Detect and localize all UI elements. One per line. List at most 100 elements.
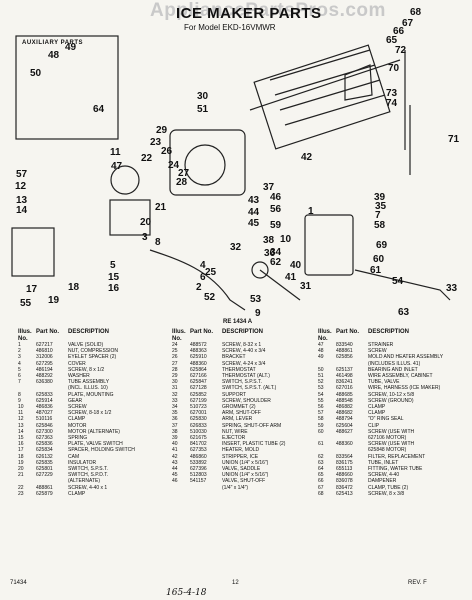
part-number: 487027	[36, 410, 53, 417]
part-description: SWITCH, S.P.S.T.	[68, 466, 108, 473]
illus-number: 56	[318, 404, 324, 411]
illus-number: 60	[318, 428, 324, 435]
illus-number: 38	[172, 428, 178, 435]
illus-number: 57	[318, 410, 324, 417]
callout-68: 68	[410, 7, 422, 18]
part-description: STRAINER	[368, 342, 394, 348]
illus-number: 22	[18, 484, 24, 491]
model-line: For Model EKD-16VMWR	[184, 23, 276, 32]
part-description: "O" RING SEAL	[368, 416, 404, 423]
illus-number: 34	[172, 404, 178, 411]
front-cover	[11, 227, 55, 277]
part-description: MOTOR	[68, 422, 87, 429]
callout-62: 62	[270, 257, 282, 268]
callout-34: 34	[270, 247, 282, 258]
parts-row: (1/4" x 1/4")	[172, 485, 322, 491]
part-description: DAMPENER	[368, 478, 397, 485]
illus-number: 3	[18, 354, 21, 361]
callout-22: 22	[141, 153, 153, 164]
page-number: 12	[232, 580, 239, 586]
illus-number: 4	[18, 360, 21, 367]
illus-number: 46	[172, 478, 178, 485]
callout-47: 47	[111, 161, 123, 172]
page-title: ICE MAKER PARTS	[176, 5, 322, 22]
part-description: GEAR	[68, 397, 83, 404]
part-number: 488363	[190, 348, 207, 355]
part-description: SWITCH, S.P.D.T.	[68, 472, 109, 479]
illus-number: 17	[18, 447, 24, 454]
part-description: BRACKET	[222, 354, 246, 361]
part-number: 486810	[36, 348, 53, 355]
part-number: 312006	[36, 354, 53, 361]
callout-61: 61	[370, 265, 382, 276]
part-description: SCREW (USE WITH	[368, 428, 415, 435]
table-header: Illus. No.Part No.DESCRIPTION	[172, 329, 264, 342]
part-description: THERMOSTAT	[222, 366, 256, 373]
part-description: SWITCH, S.P.S.T.	[222, 379, 262, 386]
part-description: SCREW (USE WITH	[368, 441, 415, 448]
callout-12: 12	[15, 181, 27, 192]
part-number: 627229	[36, 472, 53, 479]
part-number: 625137	[336, 366, 353, 373]
water-valve	[304, 214, 354, 276]
illus-number: 43	[172, 459, 178, 466]
part-description: SCREW, 4-24 x 3/4	[222, 360, 266, 367]
callout-37: 37	[263, 182, 275, 193]
part-number: 625604	[336, 422, 353, 429]
callout-5: 5	[110, 260, 116, 271]
part-number: 627300	[36, 428, 53, 435]
parts-row: 627106 MOTOR)	[318, 435, 468, 441]
auxiliary-parts-box	[15, 35, 119, 140]
part-description: UNION (1/4" x 5/16")	[222, 459, 269, 466]
part-description: SCREW, SHOULDER	[222, 397, 271, 404]
part-description: PLATE, VALVE SWITCH	[68, 441, 123, 448]
illus-number: 21	[18, 472, 24, 479]
part-number: 836078	[336, 478, 353, 485]
part-description: MOLD AND HEATER ASSEMBLY	[368, 354, 444, 361]
part-number: 533892	[190, 459, 207, 466]
part-description: VALVE, SADDLE	[222, 466, 261, 473]
part-number: 626833	[190, 422, 207, 429]
part-description: COVER	[68, 360, 86, 367]
illus-number: 28	[172, 366, 178, 373]
part-number: 486882	[336, 404, 353, 411]
part-number: 627001	[190, 410, 207, 417]
part-description: BEARING AND INLET	[368, 366, 418, 373]
part-number: 625914	[36, 397, 53, 404]
mounting-plate	[109, 199, 151, 236]
callout-67: 67	[402, 18, 414, 29]
illus-number: 18	[18, 453, 24, 460]
part-number: 625834	[36, 447, 53, 454]
callout-33: 33	[446, 283, 458, 294]
illus-number: 67	[318, 484, 324, 491]
illus-number: 6	[18, 373, 21, 380]
illus-number: 63	[318, 459, 324, 466]
part-description: WIRE, HARNESS (ICE MAKER)	[368, 385, 441, 392]
part-description: EJECTOR	[222, 435, 246, 442]
part-description: (INCLUDES ILLUS. 41)	[368, 360, 421, 367]
callout-66: 66	[393, 26, 405, 37]
part-description: TUBE ASSEMBLY	[68, 379, 110, 386]
illus-number: 5	[18, 366, 21, 373]
illus-number: 19	[18, 459, 24, 466]
illus-number: 49	[318, 354, 324, 361]
callout-44: 44	[248, 207, 260, 218]
